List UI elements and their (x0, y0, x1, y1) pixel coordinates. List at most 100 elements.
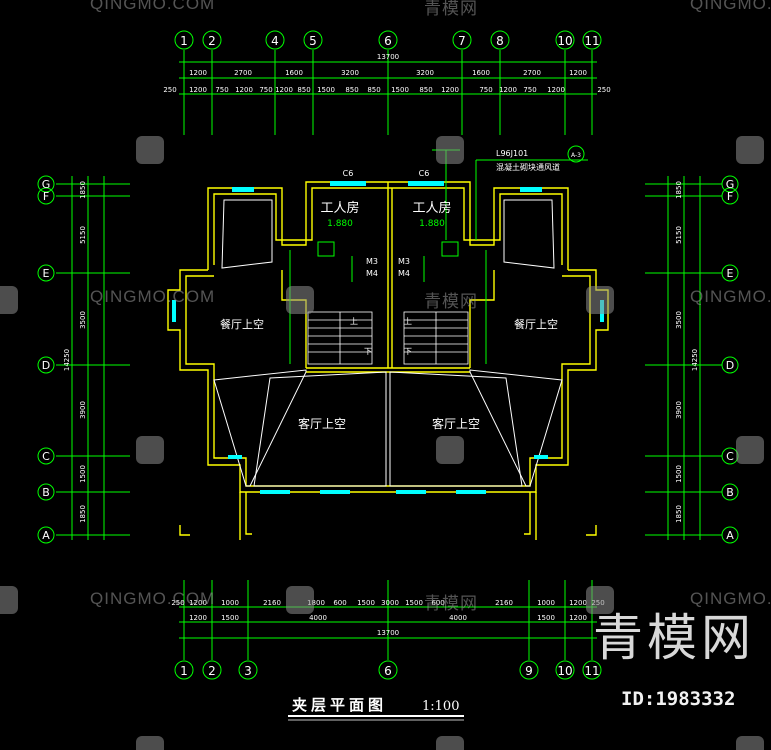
dim-text: 5150 (675, 226, 683, 244)
top-axis-label: 11 (584, 34, 599, 48)
room-dining-left: 餐厅上空 (220, 317, 264, 331)
dim-text: 1200 (499, 86, 517, 94)
dim-text: 1200 (189, 614, 207, 622)
side-axis-label: F (727, 190, 733, 203)
right-dimension-group (645, 176, 722, 540)
watermark-text: QINGMO.COM (90, 0, 216, 13)
side-axis-label: D (726, 359, 734, 372)
dim-text: 4000 (309, 614, 327, 622)
dim-text: 750 (479, 86, 492, 94)
watermark-logo-icon (0, 286, 18, 314)
bottom-axis-labels: 1 2 3 6 9 10 11 (180, 664, 599, 678)
bottom-axis-label: 1 (180, 664, 188, 678)
dim-text: 1000 (537, 599, 555, 607)
window-tag: C6 (419, 169, 430, 178)
dim-text: 1500 (537, 614, 555, 622)
callout-desc: 混凝土砌块通风道 (496, 162, 560, 172)
watermark-text: 青模网 (424, 594, 478, 613)
stair-down: 下 (364, 347, 372, 356)
elevation-labels: 1.880 1.880 C6 C6 (327, 169, 445, 229)
dim-text: 250 (171, 599, 184, 607)
dim-text: 1500 (405, 599, 423, 607)
dim-text: 2160 (495, 599, 513, 607)
top-axis-label: 4 (271, 34, 279, 48)
dim-text: 1200 (547, 86, 565, 94)
side-axis-label: C (42, 450, 50, 463)
dim-text: 3900 (79, 401, 87, 419)
top-axis-label: 6 (384, 34, 392, 48)
door-tag: M4 (366, 269, 378, 278)
watermark-text: QINGMO.COM (690, 589, 771, 608)
top-axis-label: 1 (180, 34, 188, 48)
watermark-text: QINGMO.COM (690, 0, 771, 13)
room-dining-right: 餐厅上空 (514, 317, 558, 331)
dim-text: 1200 (441, 86, 459, 94)
bottom-axis-label: 3 (244, 664, 252, 678)
left-axis-bubbles (37, 175, 55, 544)
dim-text: 1600 (472, 69, 490, 77)
top-total-dim: 13700 (377, 53, 399, 61)
top-dim-text: 13700 1200 2700 1600 3200 3200 1600 2700… (163, 53, 610, 94)
resource-id: ID:1983332 (621, 688, 736, 710)
watermark-logo-icon (736, 436, 764, 464)
building-walls (167, 181, 609, 540)
elevation-left: 1.880 (327, 219, 353, 229)
side-axis-label: B (726, 486, 734, 499)
callout-tag: A-3 (571, 152, 581, 159)
bottom-dimension-group (179, 580, 597, 660)
dim-text: 1500 (357, 599, 375, 607)
dim-text: 250 (163, 86, 176, 94)
right-total-dim: 14250 (691, 349, 699, 371)
dim-text: 850 (367, 86, 380, 94)
room-labels: 工人房 工人房 餐厅上空 餐厅上空 客厅上空 客厅上空 (220, 200, 558, 431)
dim-text: 1800 (307, 599, 325, 607)
top-axis-label: 2 (208, 34, 216, 48)
left-axis-labels: G F E D C B A (42, 178, 51, 542)
bottom-total-dim: 13700 (377, 629, 399, 637)
green-detail-marks (289, 145, 588, 364)
dim-text: 5150 (79, 226, 87, 244)
dim-text: 250 (597, 86, 610, 94)
watermark-text: 青模网 (424, 292, 478, 311)
dim-text: 4000 (449, 614, 467, 622)
watermark-text: QINGMO.COM (690, 287, 771, 306)
dim-text: 1200 (569, 69, 587, 77)
dim-text: 750 (523, 86, 536, 94)
watermark-text: QINGMO.COM (90, 287, 216, 306)
callout-ref: L96J101 (496, 149, 528, 158)
dim-text: 1200 (569, 614, 587, 622)
bottom-axis-label: 11 (584, 664, 599, 678)
side-axis-label: A (42, 529, 50, 542)
side-axis-label: A (726, 529, 734, 542)
dim-text: 1200 (569, 599, 587, 607)
callout: L96J101 混凝土砌块通风道 A-3 (496, 149, 581, 172)
door-tag: M3 (366, 257, 378, 266)
stair-up: 上 (350, 317, 358, 326)
side-axis-label: D (42, 359, 50, 372)
dim-text: 3900 (675, 401, 683, 419)
dim-text: 1600 (285, 69, 303, 77)
room-living-right: 客厅上空 (432, 416, 480, 431)
dim-text: 3500 (675, 311, 683, 329)
dim-text: 850 (297, 86, 310, 94)
dim-text: 750 (215, 86, 228, 94)
watermark-logo-icon (136, 736, 164, 750)
door-tag: M3 (398, 257, 410, 266)
stair-up: 上 (404, 317, 412, 326)
side-axis-label: G (42, 178, 51, 191)
brand-logo-text: 青模网 (593, 609, 755, 667)
top-axis-label: 10 (557, 34, 572, 48)
dim-text: 850 (419, 86, 432, 94)
watermark-logo-icon (436, 136, 464, 164)
dim-text: 3500 (79, 311, 87, 329)
top-dimension-group (179, 50, 597, 135)
dim-text: 3000 (381, 599, 399, 607)
drawing-scale: 1:100 (422, 699, 459, 714)
dim-text: 1850 (675, 181, 683, 199)
side-axis-label: C (726, 450, 734, 463)
dim-text: 1500 (317, 86, 335, 94)
side-axis-label: G (726, 178, 735, 191)
room-servant-right: 工人房 (412, 200, 451, 216)
